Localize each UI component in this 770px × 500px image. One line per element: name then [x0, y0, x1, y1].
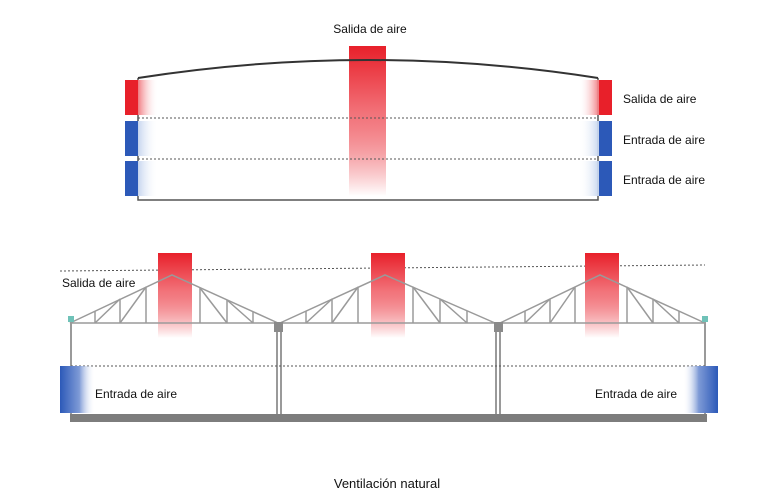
bottom-building-diagram: Salida de aire Entrada de aire Entrada d… — [59, 253, 718, 422]
side-inlet-vent-left — [60, 366, 95, 413]
ridge-outlet-vent — [349, 46, 386, 196]
figure-caption: Ventilación natural — [334, 476, 440, 491]
side-inlet-vent-right-lower — [599, 161, 612, 196]
inlet-air-fade-left — [138, 161, 158, 196]
eave-node-left — [68, 316, 74, 322]
side-inlet-vent-right — [683, 366, 718, 413]
right-label-outlet: Salida de aire — [623, 92, 697, 106]
eave-node-right — [702, 316, 708, 322]
inlet-air-fade-right — [579, 161, 599, 196]
floor-slab — [70, 414, 707, 422]
gutter-node — [274, 322, 283, 332]
top-building-diagram: Salida de aire Salida de aire Entrada de… — [125, 22, 705, 201]
side-outlet-vent-right — [599, 80, 612, 115]
right-label-inlet-upper: Entrada de aire — [623, 133, 705, 147]
roof-trusses — [69, 274, 706, 324]
ridge-outlet-vent-1 — [158, 253, 192, 338]
outlet-air-fade-right — [579, 80, 599, 115]
bottom-inlet-right-label: Entrada de aire — [595, 387, 677, 401]
side-inlet-vent-left-upper — [125, 121, 138, 156]
bottom-inlet-left-label: Entrada de aire — [95, 387, 177, 401]
inlet-air-fade-left — [138, 121, 158, 156]
bottom-outlet-label: Salida de aire — [62, 276, 136, 290]
right-label-inlet-lower: Entrada de aire — [623, 173, 705, 187]
inlet-air-fade-right — [579, 121, 599, 156]
side-outlet-vent-left — [125, 80, 138, 115]
outlet-air-fade-left — [138, 80, 158, 115]
side-inlet-vent-left-lower — [125, 161, 138, 196]
gutter-node — [494, 322, 503, 332]
ridge-outlet-vent-3 — [585, 253, 619, 338]
side-inlet-vent-right-upper — [599, 121, 612, 156]
ridge-outlet-vent-2 — [371, 253, 405, 338]
top-outlet-label: Salida de aire — [333, 22, 407, 36]
curved-roof — [137, 59, 599, 79]
